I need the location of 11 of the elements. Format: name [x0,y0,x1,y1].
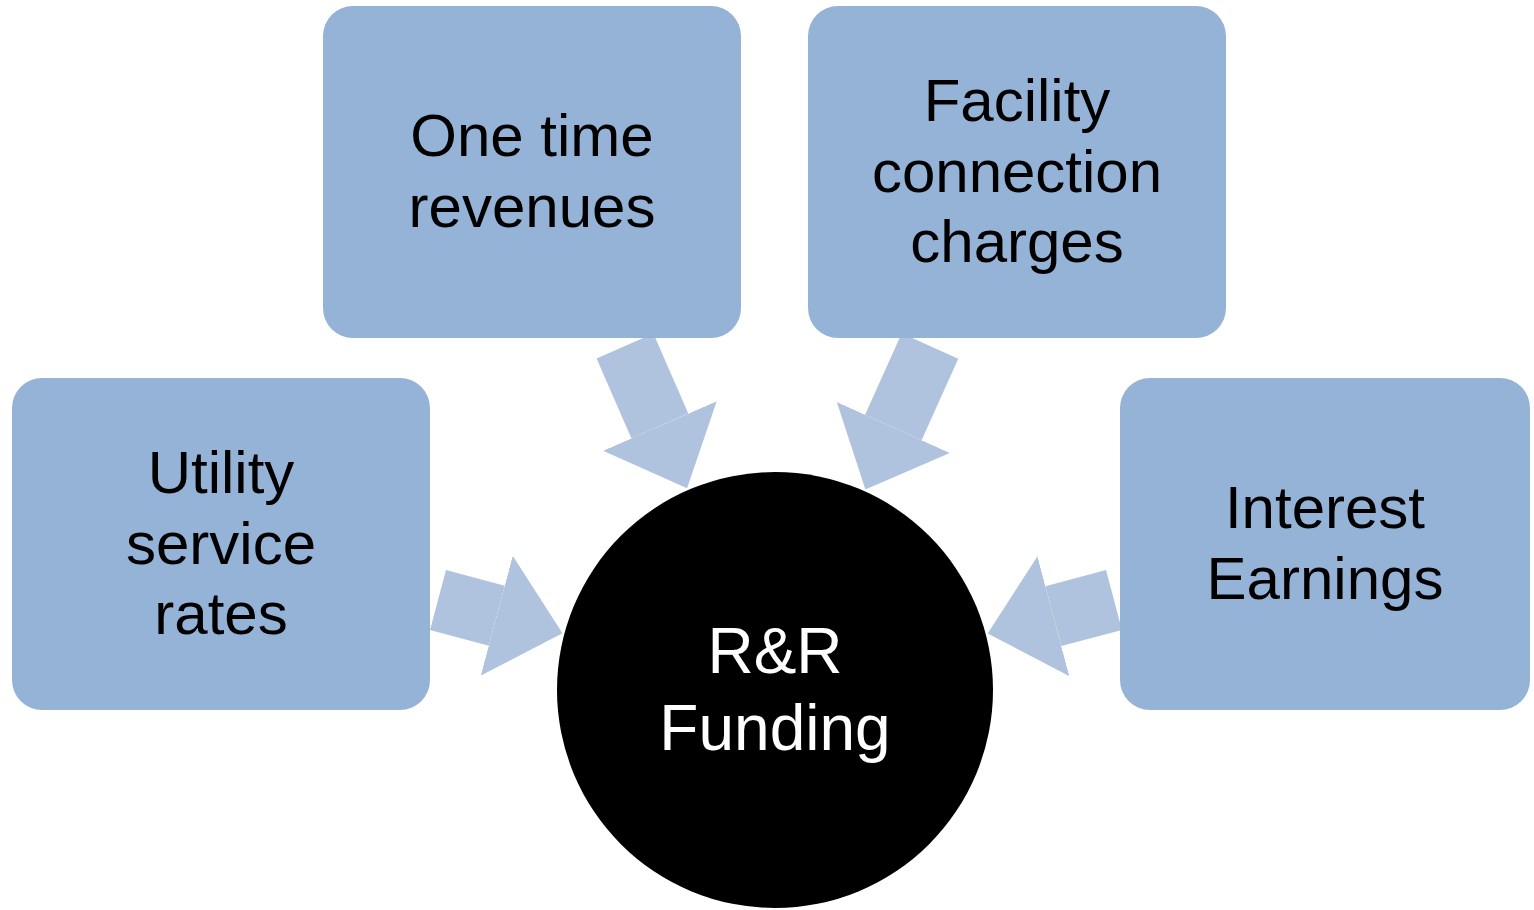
source-box [1120,378,1530,710]
block-arrow [429,555,563,676]
source-box [12,378,430,710]
node-label: R&R Funding [658,614,892,766]
node-label: Utility service rates [124,437,318,650]
source-box [323,6,741,338]
node-label: Facility connection charges [870,65,1164,278]
source-box [808,6,1226,338]
node-label: Interest Earnings [1205,473,1445,614]
node-label: One time revenues [407,101,657,242]
block-arrow [987,556,1122,676]
